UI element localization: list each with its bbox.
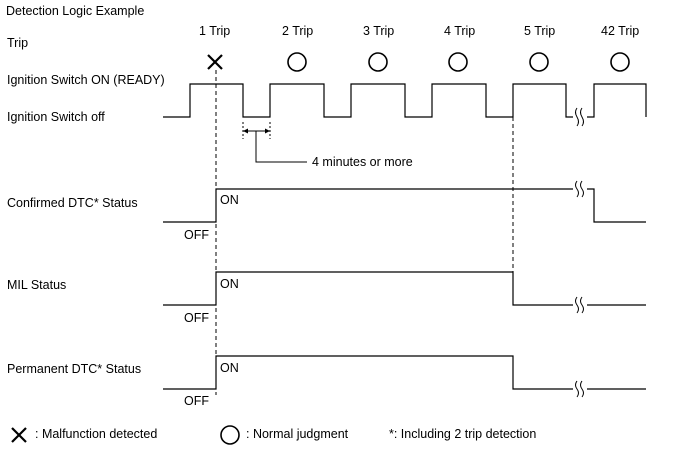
permanent-dtc-on-label: ON xyxy=(220,361,239,375)
ignition-waveform-tail xyxy=(587,83,647,118)
circle-icon xyxy=(610,52,630,72)
ignition-on-label: Ignition Switch ON (READY) xyxy=(7,73,165,87)
ignition-off-label: Ignition Switch off xyxy=(7,110,105,124)
confirmed-dtc-label: Confirmed DTC* Status xyxy=(7,196,138,210)
mil-on-label: ON xyxy=(220,277,239,291)
legend-cross-icon xyxy=(11,427,27,443)
trip-label-3: 3 Trip xyxy=(363,24,395,38)
circle-icon xyxy=(287,52,307,72)
legend-circle-icon xyxy=(220,425,240,445)
ignition-waveform xyxy=(163,83,573,118)
trip-label-4: 4 Trip xyxy=(444,24,476,38)
trip-label-42: 42 Trip xyxy=(601,24,640,38)
circle-icon xyxy=(448,52,468,72)
mil-status-label: MIL Status xyxy=(7,278,67,292)
trip-label-5: 5 Trip xyxy=(524,24,556,38)
legend-malfunction-text: : Malfunction detected xyxy=(35,427,158,441)
trip-row-label: Trip xyxy=(7,36,29,50)
diagram-title: Detection Logic Example xyxy=(6,4,145,18)
cross-icon xyxy=(207,54,223,70)
circle-icon xyxy=(529,52,549,72)
permanent-dtc-off-label: OFF xyxy=(184,394,209,408)
confirmed-dtc-on-label: ON xyxy=(220,193,239,207)
mil-off-label: OFF xyxy=(184,311,209,325)
break-mark xyxy=(575,380,584,398)
break-mark xyxy=(575,180,584,198)
trip-label-2: 2 Trip xyxy=(282,24,314,38)
duration-dimension xyxy=(242,122,307,163)
legend-note-text: *: Including 2 trip detection xyxy=(389,427,537,441)
confirmed-dtc-off-label: OFF xyxy=(184,228,209,242)
mil-waveform xyxy=(163,271,573,306)
permanent-dtc-label: Permanent DTC* Status xyxy=(7,362,142,376)
confirmed-dtc-waveform xyxy=(163,188,573,223)
trip-label-1: 1 Trip xyxy=(199,24,231,38)
confirmed-dtc-waveform-tail xyxy=(587,188,646,223)
break-mark xyxy=(575,107,584,127)
circle-icon xyxy=(368,52,388,72)
duration-note: 4 minutes or more xyxy=(312,155,413,169)
legend-normal-text: : Normal judgment xyxy=(246,427,349,441)
permanent-dtc-waveform xyxy=(163,355,573,390)
break-mark xyxy=(575,296,584,314)
